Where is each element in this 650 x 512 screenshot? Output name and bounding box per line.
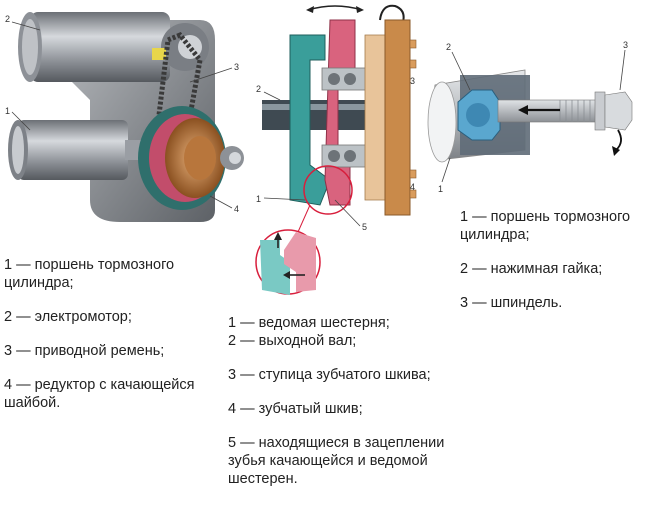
legend-item: 2 — выходной вал;	[228, 333, 357, 349]
right-callout-1: 1	[438, 184, 443, 194]
center-diagram: 2 1 5 3 4	[250, 0, 420, 300]
right-diagram: 2 3 1	[420, 30, 650, 200]
electromotor	[18, 12, 209, 82]
center-callout-4: 4	[410, 182, 415, 192]
driven-gear	[289, 34, 331, 206]
rotation-arrow-icon	[307, 5, 363, 11]
right-legend: 1 — поршень тормозного цилиндра; 2 — наж…	[460, 208, 650, 312]
center-callout-5: 5	[362, 222, 367, 232]
legend-item: 3 — шпиндель.	[460, 295, 563, 311]
left-callout-1: 1	[5, 106, 10, 116]
teeth-detail	[255, 229, 321, 295]
center-callout-3: 3	[410, 76, 415, 86]
spindle-rotation-arrow-icon	[615, 129, 622, 151]
toothed-pulley	[384, 19, 411, 216]
legend-item: 2 — электромотор;	[4, 309, 132, 325]
pulley-hub	[364, 34, 386, 201]
left-legend: 1 — поршень тормозного цилиндра; 2 — эле…	[4, 256, 244, 412]
legend-item: 3 — ступица зубчатого шкива;	[228, 367, 431, 383]
left-diagram: 2 1 3 4	[0, 0, 250, 230]
center-legend: 1 — ведомая шестерня; 2 — выходной вал; …	[228, 314, 468, 488]
legend-item: 3 — приводной ремень;	[4, 343, 165, 359]
left-callout-4: 4	[234, 204, 239, 214]
left-callout-3: 3	[234, 62, 239, 72]
legend-item: 1 — поршень тормозного цилиндра;	[4, 257, 175, 291]
legend-item: 1 — поршень тормозного цилиндра;	[460, 209, 631, 243]
legend-item: 4 — редуктор с качающейся шайбой.	[4, 377, 195, 411]
legend-item: 5 — находящиеся в зацеплении зубья качаю…	[228, 435, 445, 487]
pressure-nut	[457, 89, 501, 141]
center-callout-2: 2	[256, 84, 261, 94]
right-callout-2: 2	[446, 42, 451, 52]
right-callout-3: 3	[623, 40, 628, 50]
left-callout-2: 2	[5, 14, 10, 24]
legend-item: 2 — нажимная гайка;	[460, 261, 603, 277]
legend-item: 4 — зубчатый шкив;	[228, 401, 363, 417]
legend-item: 1 — ведомая шестерня;	[228, 315, 390, 331]
curved-arrow-icon	[379, 4, 405, 23]
center-callout-1: 1	[256, 194, 261, 204]
gearbox	[138, 106, 244, 210]
